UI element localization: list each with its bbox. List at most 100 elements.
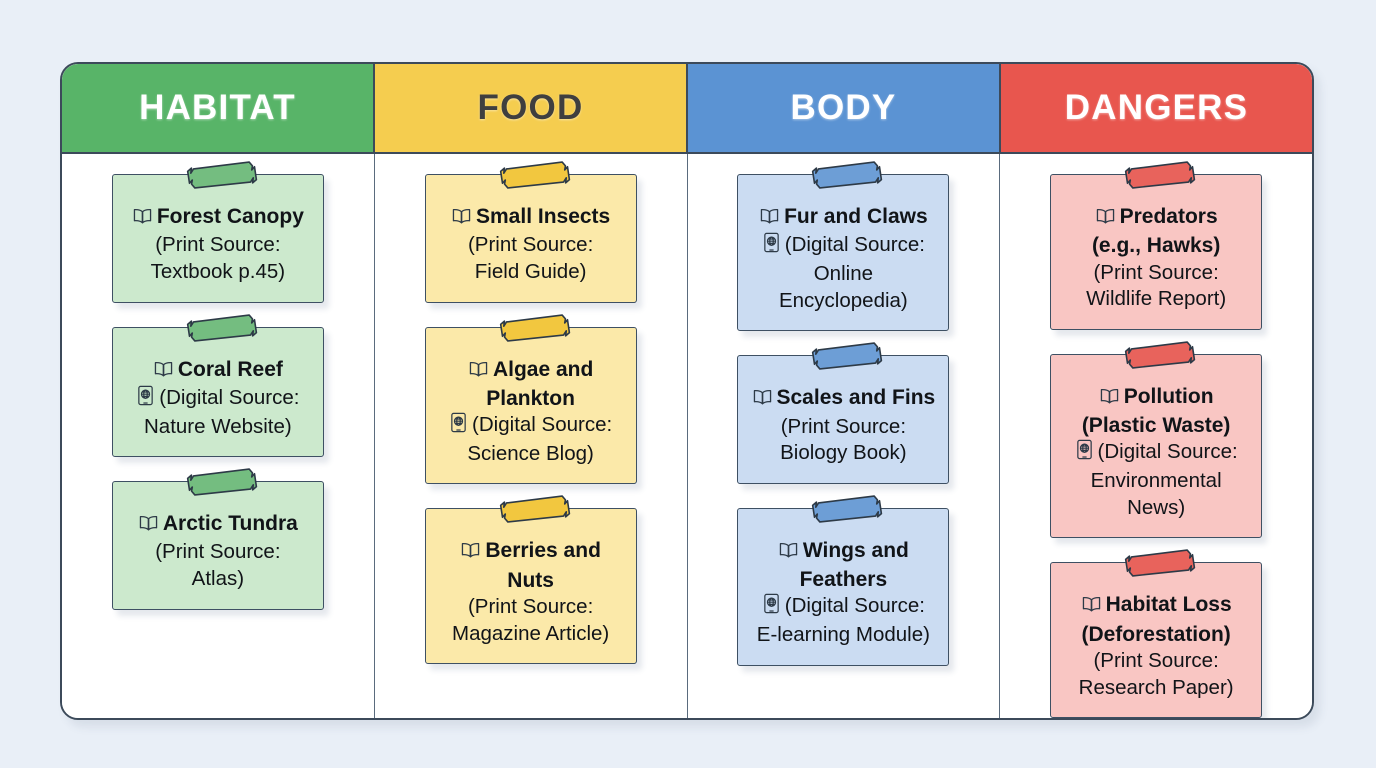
note-line-text: (Plastic Waste) — [1081, 414, 1231, 438]
note-line: (Digital Source: — [746, 232, 940, 261]
note-line-text: (Digital Source: — [159, 385, 300, 409]
tape-strip-icon — [811, 160, 885, 191]
note-line: Research Paper) — [1059, 675, 1253, 702]
column-header-food: FOOD — [375, 64, 688, 152]
open-book-icon — [153, 358, 174, 385]
note-line-text: (Print Source: — [1093, 260, 1219, 284]
column-title-food: FOOD — [477, 88, 584, 127]
note-line-text: Habitat Loss — [1105, 593, 1232, 617]
note-line: Fur and Claws — [746, 203, 940, 232]
open-book-icon — [468, 358, 489, 385]
column-header-dangers: DANGERS — [1001, 64, 1312, 152]
note-line-text: (Print Source: — [467, 233, 594, 257]
tape-strip-icon — [1123, 339, 1197, 370]
column-header-habitat: HABITAT — [62, 64, 375, 152]
note-line-text: Small Insects — [476, 205, 611, 228]
note-card-arctic-tundra[interactable]: Arctic Tundra(Print Source:Atlas) — [111, 468, 324, 610]
note-line-text: (Print Source: — [780, 414, 907, 438]
tablet-globe-icon — [762, 593, 781, 622]
note-line-text: Berries and — [485, 539, 601, 563]
note-line: (Print Source: — [1059, 648, 1253, 675]
column-title-habitat: HABITAT — [139, 88, 296, 127]
note-line-text: Plankton — [486, 386, 575, 410]
column-body-food: Small Insects(Print Source:Field Guide)A… — [375, 154, 688, 718]
note-line: (Print Source: — [434, 232, 628, 259]
open-book-icon — [451, 205, 472, 232]
open-book-icon — [1099, 385, 1120, 412]
note-line-text: E-learning Module) — [756, 623, 930, 647]
note-line-text: (Digital Source: — [1097, 440, 1238, 464]
note-line: (Print Source: — [434, 594, 628, 621]
note-line: (e.g., Hawks) — [1059, 232, 1253, 259]
note-line-text: Wildlife Report) — [1086, 287, 1227, 311]
note-line-text: (Print Source: — [155, 233, 281, 257]
note-line: Plankton — [434, 385, 628, 412]
column-header-row: HABITAT FOOD BODY DANGERS — [62, 64, 1312, 154]
note-line: Small Insects — [434, 203, 628, 232]
note-line: Predators — [1059, 203, 1253, 232]
note-line: Wings and — [746, 537, 940, 566]
note-line-text: Scales and Fins — [776, 386, 936, 410]
note-card-habitat-loss[interactable]: Habitat Loss (Deforestation)(Print Source… — [1050, 549, 1263, 718]
tape-strip-icon — [498, 494, 572, 525]
note-line: Arctic Tundra — [121, 510, 315, 539]
note-line: (Digital Source: — [121, 385, 315, 414]
open-book-icon — [778, 539, 799, 566]
note-line: Habitat Loss — [1059, 591, 1253, 620]
comparison-board: HABITAT FOOD BODY DANGERS Forest Canopy (Pri… — [60, 62, 1314, 720]
note-line: E-learning Module) — [746, 622, 940, 649]
tape-strip-icon — [1123, 548, 1197, 579]
column-body-dangers: Predators(e.g., Hawks)(Print Source:Wild… — [1000, 154, 1312, 718]
column-body-row: Forest Canopy(Print Source:Textbook p.45… — [62, 154, 1312, 718]
card-stack-food: Small Insects(Print Source:Field Guide)A… — [375, 161, 687, 688]
open-book-icon — [460, 539, 481, 566]
tablet-globe-icon — [136, 385, 155, 414]
note-line: Textbook p.45) — [121, 259, 315, 286]
note-line: Pollution — [1059, 383, 1253, 412]
note-line-text: Feathers — [799, 568, 888, 592]
tape-strip-icon — [1123, 160, 1197, 191]
note-card-scales-and-fins[interactable]: Scales and Fins (Print Source:Biology Boo… — [737, 342, 950, 484]
open-book-icon — [1095, 205, 1116, 232]
note-line-text: Pollution — [1123, 384, 1214, 408]
note-line-text: (Deforestation) — [1081, 622, 1231, 646]
note-line-text: Coral Reef — [177, 357, 283, 381]
column-title-body: BODY — [790, 88, 897, 127]
note-card-coral-reef[interactable]: Coral Reef (Digital Source: Nature Website… — [111, 313, 324, 458]
note-line: Scales and Fins — [746, 384, 940, 413]
note-card-forest-canopy[interactable]: Forest Canopy (Print Source:Textbook p.45… — [111, 161, 324, 303]
open-book-icon — [1081, 593, 1102, 620]
note-line-text: Predators — [1119, 205, 1218, 228]
note-line-text: Arctic Tundra — [162, 512, 298, 536]
note-line-text: Environmental News) — [1090, 469, 1222, 519]
note-line: Biology Book) — [746, 440, 940, 467]
tape-strip-icon — [498, 160, 572, 191]
note-line: Coral Reef — [121, 356, 315, 385]
note-card-predators[interactable]: Predators (e.g., Hawks)(Print Source: Wild… — [1050, 161, 1263, 330]
note-line: (Deforestation) — [1059, 621, 1253, 648]
note-line-text: (Print Source: — [1093, 648, 1219, 672]
note-line: (Digital Source: — [1059, 439, 1253, 468]
note-line-text: Nature Website) — [144, 414, 292, 438]
note-line: Environmental News) — [1059, 468, 1253, 521]
open-book-icon — [132, 205, 153, 232]
tape-strip-icon — [185, 160, 259, 191]
note-line-text: Forest Canopy — [156, 205, 304, 228]
note-card-pollution[interactable]: Pollution (Plastic Waste)(Digital Source:… — [1050, 341, 1263, 539]
note-card-small-insects[interactable]: Small Insects (Print Source:Field Guide) — [424, 161, 637, 303]
card-stack-dangers: Predators(e.g., Hawks)(Print Source:Wild… — [1000, 161, 1312, 718]
note-line-text: (e.g., Hawks) — [1091, 234, 1221, 258]
note-line-text: Algae and — [492, 357, 594, 381]
note-line-text: (Digital Source: — [784, 594, 925, 618]
note-line-text: Science Blog) — [467, 441, 594, 465]
note-line: Science Blog) — [434, 441, 628, 468]
note-line: Nuts — [434, 567, 628, 594]
note-line: Forest Canopy — [121, 203, 315, 232]
note-line: Field Guide) — [434, 259, 628, 286]
